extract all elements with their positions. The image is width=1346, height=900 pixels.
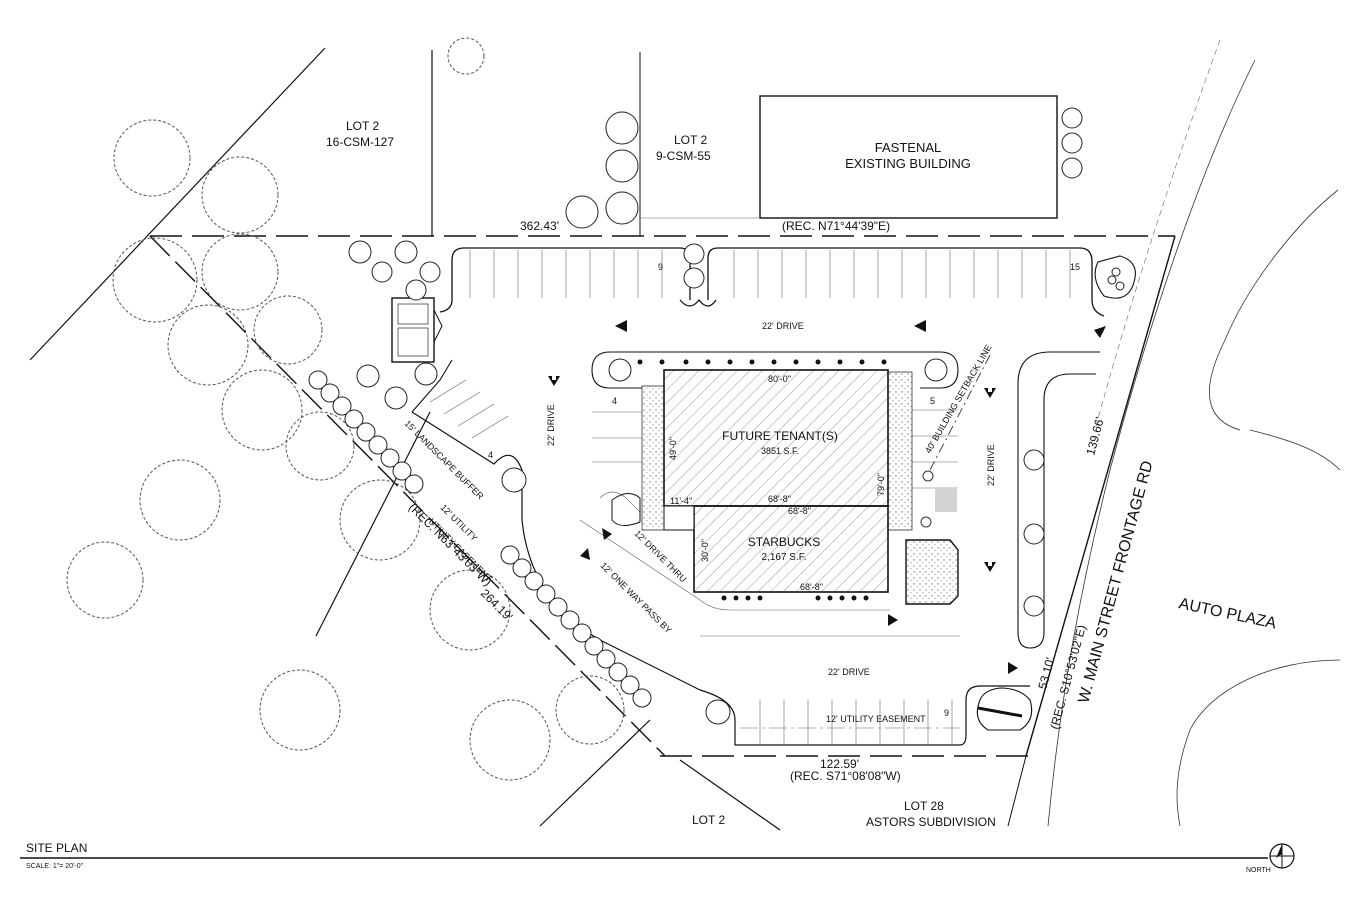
- future-tenant-area: 3851 S.F.: [761, 446, 799, 456]
- lot2-s-label: LOT 2: [692, 813, 725, 827]
- starbucks-label: STARBUCKS: [748, 535, 820, 549]
- traffic-arrow-icon-group: [548, 320, 1106, 674]
- stall-count-9-south: 9: [944, 708, 949, 718]
- deciduous-tree-icon-group: [66, 37, 625, 781]
- frontage-road-label: W. MAIN STREET FRONTAGE RD: [1075, 459, 1156, 705]
- south-dimension: 122.59': [820, 757, 859, 771]
- dim-79: 79'-0": [876, 473, 886, 496]
- property-lines: [149, 235, 1176, 757]
- dim-30: 30'-0": [700, 539, 710, 562]
- pass-by-label: 12' ONE WAY PASS BY: [599, 560, 674, 635]
- drive-thru-label: 12' DRIVE THRU: [633, 528, 689, 584]
- future-tenant-label: FUTURE TENANT(S): [722, 429, 838, 443]
- dim-68-bottom: 68'-8": [800, 582, 823, 592]
- frontage-road: [1047, 39, 1341, 827]
- dumpster-enclosure: [391, 297, 443, 363]
- south-record-bearing: (REC. S71°08'08"W): [790, 769, 901, 783]
- north-label: NORTH: [1246, 867, 1271, 874]
- stall-count-15: 15: [1070, 262, 1080, 272]
- stall-count-4-sw: 4: [488, 450, 493, 460]
- north-record-bearing: (REC. N71°44'39"E): [782, 219, 890, 233]
- csm-n-label: 9-CSM-55: [656, 149, 711, 163]
- fastenal-building: [759, 95, 1058, 219]
- csm-nw-label: 16-CSM-127: [326, 135, 394, 149]
- fastenal-sub-label: EXISTING BUILDING: [845, 156, 971, 171]
- scale-label: SCALE: 1"= 20'-0": [26, 863, 84, 870]
- east-dimension: 139.66': [1083, 415, 1107, 456]
- building-setback-line: [929, 354, 991, 471]
- shrub-icon-group: [308, 107, 1125, 725]
- drive-east-label: 22' DRIVE: [986, 444, 996, 486]
- drive-north-label: 22' DRIVE: [762, 321, 804, 331]
- drive-west-label: 22' DRIVE: [546, 404, 556, 446]
- drive-south-label: 22' DRIVE: [828, 667, 870, 677]
- utility-south-label: 12' UTILITY EASEMENT: [826, 714, 926, 724]
- dim-49: 49'-0": [668, 437, 678, 460]
- dim-80: 80'-0": [768, 374, 791, 384]
- auto-plaza-label: AUTO PLAZA: [1177, 595, 1278, 632]
- dim-11: 11'-4": [670, 496, 692, 506]
- site-plan-title: SITE PLAN: [26, 841, 87, 855]
- north-dimension: 362.43': [520, 219, 559, 233]
- adjacent-lot-lines: [29, 47, 1027, 831]
- dim-68-mid: 68'-8": [788, 506, 811, 516]
- stall-count-9-north: 9: [658, 262, 663, 272]
- lot28-label: LOT 28: [904, 799, 944, 813]
- north-arrow-icon: [1269, 843, 1295, 869]
- lot2-nw-label: LOT 2: [346, 119, 379, 133]
- lot2-n-label: LOT 2: [674, 133, 707, 147]
- astors-label: ASTORS SUBDIVISION: [866, 815, 996, 829]
- accessible-parking-icon: [920, 470, 934, 528]
- foundation-planting: [637, 359, 887, 601]
- stall-count-4-west: 4: [612, 396, 617, 406]
- dim-68-top: 68'-8": [768, 494, 791, 504]
- building-footprint: [641, 369, 959, 605]
- southeast-dimension: 53.10': [1035, 656, 1057, 691]
- starbucks-area: 2,167 S.F.: [761, 552, 806, 563]
- fastenal-label: FASTENAL: [875, 140, 941, 155]
- stall-count-5: 5: [930, 396, 935, 406]
